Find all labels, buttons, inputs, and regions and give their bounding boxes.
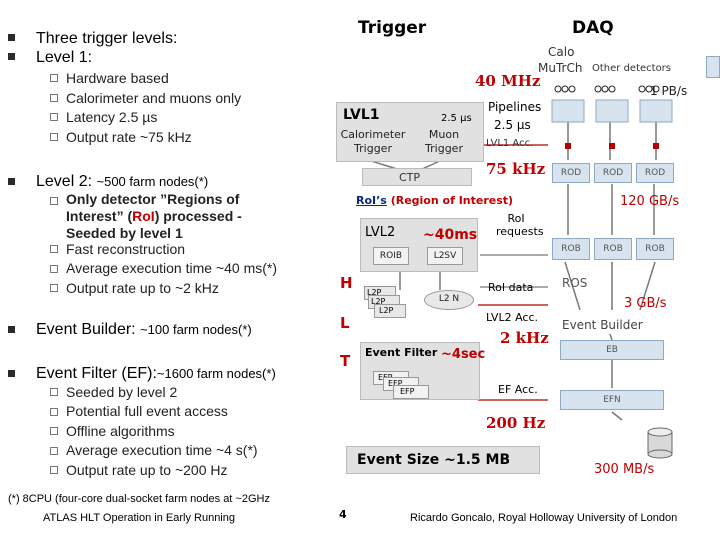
hollow-bullet bbox=[50, 265, 58, 273]
rate-75khz: 75 kHz bbox=[486, 160, 546, 178]
rate-120gbs: 120 GB/s bbox=[620, 194, 680, 209]
ef-item: Offline algorithms bbox=[66, 423, 175, 439]
bullet-level2: Level 2: ~500 farm nodes(*) bbox=[36, 173, 209, 190]
ef-time: ~4sec bbox=[441, 347, 486, 362]
bullet-level1: Level 1: bbox=[36, 49, 93, 66]
bullet-event-builder: Event Builder: ~100 farm nodes(*) bbox=[36, 321, 252, 338]
ctp-label: CTP bbox=[399, 171, 421, 184]
roi-heading: RoI’s (Region of Interest) bbox=[356, 194, 514, 207]
other-detectors-label: Other detectors bbox=[592, 63, 672, 74]
hollow-bullet bbox=[50, 427, 58, 435]
rob-box: ROB bbox=[636, 238, 674, 260]
lvl1-accept: LVL1 Acc. bbox=[486, 138, 534, 149]
hollow-bullet bbox=[50, 197, 58, 205]
roi-data: RoI data bbox=[488, 281, 534, 294]
bullet-event-filter: Event Filter (EF):~1600 farm nodes(*) bbox=[36, 365, 276, 382]
level1-item: Calorimeter and muons only bbox=[66, 90, 242, 106]
level2-item: Average execution time ~40 ms(*) bbox=[66, 260, 278, 276]
footer-left: ATLAS HLT Operation in Early Running bbox=[43, 512, 235, 524]
daq-heading: DAQ bbox=[572, 18, 614, 38]
hollow-bullet bbox=[50, 388, 58, 396]
event-size-box: Event Size ~1.5 MB bbox=[346, 446, 540, 474]
rate-200hz: 200 Hz bbox=[486, 414, 546, 432]
roib-box: ROIB bbox=[373, 247, 409, 265]
rob-box: ROB bbox=[552, 238, 590, 260]
hollow-bullet bbox=[50, 94, 58, 102]
mutrch-label: MuTrCh bbox=[538, 61, 583, 75]
lvl2-box: LVL2 ~40ms ROIB L2SV bbox=[360, 218, 478, 272]
ef-accept: EF Acc. bbox=[498, 383, 538, 396]
l2n-network: L2 N bbox=[424, 290, 474, 310]
rate-1pbs: 1 PB/s bbox=[650, 84, 688, 98]
lvl1-box: LVL1 2.5 μs Calorimeter Trigger Muon Tri… bbox=[336, 102, 484, 162]
lvl2-label: LVL2 bbox=[365, 225, 396, 240]
hollow-bullet bbox=[50, 133, 58, 141]
footnote: (*) 8CPU (four-core dual-socket farm nod… bbox=[8, 493, 270, 505]
level2-item: Output rate up to ~2 kHz bbox=[66, 280, 219, 296]
bullet-square bbox=[8, 34, 15, 41]
hollow-bullet bbox=[50, 74, 58, 82]
hollow-bullet bbox=[50, 408, 58, 416]
trigger-heading: Trigger bbox=[358, 18, 427, 38]
ef-item: Average execution time ~4 s(*) bbox=[66, 442, 258, 458]
l2sv-box: L2SV bbox=[427, 247, 463, 265]
event-filter-label: Event Filter bbox=[365, 346, 438, 359]
hollow-bullet bbox=[50, 466, 58, 474]
hlt-letter-h: H bbox=[340, 274, 353, 292]
rate-300mbs: 300 MB/s bbox=[594, 462, 655, 477]
pipelines-latency: 2.5 μs bbox=[494, 118, 531, 132]
rod-box: ROD bbox=[552, 163, 590, 183]
lvl1-label: LVL1 bbox=[343, 107, 380, 123]
hollow-bullet bbox=[50, 113, 58, 121]
ctp-box: CTP bbox=[362, 168, 472, 186]
footer-author: Ricardo Goncalo, Royal Holloway Universi… bbox=[410, 512, 678, 524]
hollow-bullet bbox=[50, 245, 58, 253]
event-filter-box: Event Filter ~4sec EFP EFP EFP bbox=[360, 342, 485, 400]
hollow-bullet bbox=[50, 284, 58, 292]
eb-box: EB bbox=[560, 340, 664, 360]
bullet-square bbox=[8, 370, 15, 377]
hlt-letter-t: T bbox=[340, 352, 351, 370]
lvl2-accept: LVL2 Acc. bbox=[486, 311, 538, 324]
roi-requests: RoI requests bbox=[496, 212, 544, 238]
rob-box: ROB bbox=[594, 238, 632, 260]
calorimeter-trigger: Calorimeter Trigger bbox=[340, 128, 406, 155]
efp-box: EFP bbox=[393, 385, 429, 399]
event-builder-label: Event Builder bbox=[562, 318, 643, 332]
hollow-bullet bbox=[50, 447, 58, 455]
lvl1-latency: 2.5 μs bbox=[441, 113, 472, 124]
rod-box: ROD bbox=[594, 163, 632, 183]
event-size-label: Event Size ~1.5 MB bbox=[357, 452, 511, 468]
l2p-box: L2P bbox=[374, 304, 406, 318]
level2-roi-text: Only detector ”Regions of Interest” (RoI… bbox=[66, 191, 242, 241]
rate-2khz: 2 kHz bbox=[500, 329, 549, 347]
level1-item: Hardware based bbox=[66, 70, 169, 86]
right-edge-tab bbox=[706, 56, 720, 78]
rate-3gbs: 3 GB/s bbox=[624, 296, 667, 311]
bullet-square bbox=[8, 326, 15, 333]
level2-item: Fast reconstruction bbox=[66, 241, 186, 257]
level1-item: Output rate ~75 kHz bbox=[66, 129, 192, 145]
ef-item: Seeded by level 2 bbox=[66, 384, 178, 400]
lvl2-time: ~40ms bbox=[423, 227, 478, 243]
pipelines-label: Pipelines bbox=[488, 100, 542, 114]
level1-item: Latency 2.5 µs bbox=[66, 109, 158, 125]
bullet-square bbox=[8, 53, 15, 60]
hlt-letter-l: L bbox=[340, 314, 350, 332]
ef-item: Output rate up to ~200 Hz bbox=[66, 462, 228, 478]
bullet-three-levels: Three trigger levels: bbox=[36, 30, 178, 47]
ros-label: ROS bbox=[562, 276, 588, 290]
muon-trigger: Muon Trigger bbox=[425, 128, 463, 155]
rod-box: ROD bbox=[636, 163, 674, 183]
page-number: 4 bbox=[339, 508, 347, 521]
bullet-square bbox=[8, 178, 15, 185]
ef-item: Potential full event access bbox=[66, 403, 228, 419]
efn-box: EFN bbox=[560, 390, 664, 410]
rate-40mhz: 40 MHz bbox=[475, 72, 541, 90]
calo-label: Calo bbox=[548, 45, 575, 59]
